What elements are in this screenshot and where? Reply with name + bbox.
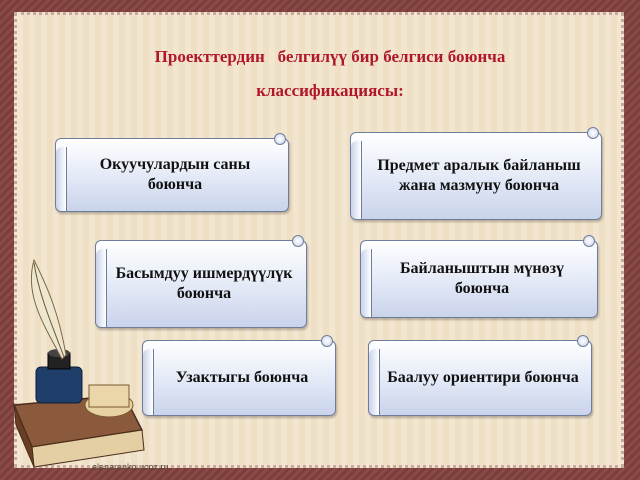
slide-title: Проекттердин белгилүү бир белгиси боюнча… [60,40,600,108]
title-line-1: Проекттердин белгилүү бир белгиси боюнча [154,47,506,66]
title-line-2: классификациясы: [256,81,404,100]
card-students-count: Окуучулардын саны боюнча [55,133,289,212]
card-dominant-activity: Басымдуу ишмердүүлүк боюнча [95,235,307,328]
watermark-text: elenaranko.ucoz.ru [92,462,169,472]
card-nature-of-connection: Байланыштын мүнөзү боюнча [360,235,598,318]
card-duration: Узактыгы боюнча [142,335,336,416]
card-interdisciplinary: Предмет аралык байланыш жана мазмуну бою… [350,127,602,220]
card-value-orientation: Баалуу ориентири боюнча [368,335,592,416]
quill-and-book-illustration [12,258,145,468]
